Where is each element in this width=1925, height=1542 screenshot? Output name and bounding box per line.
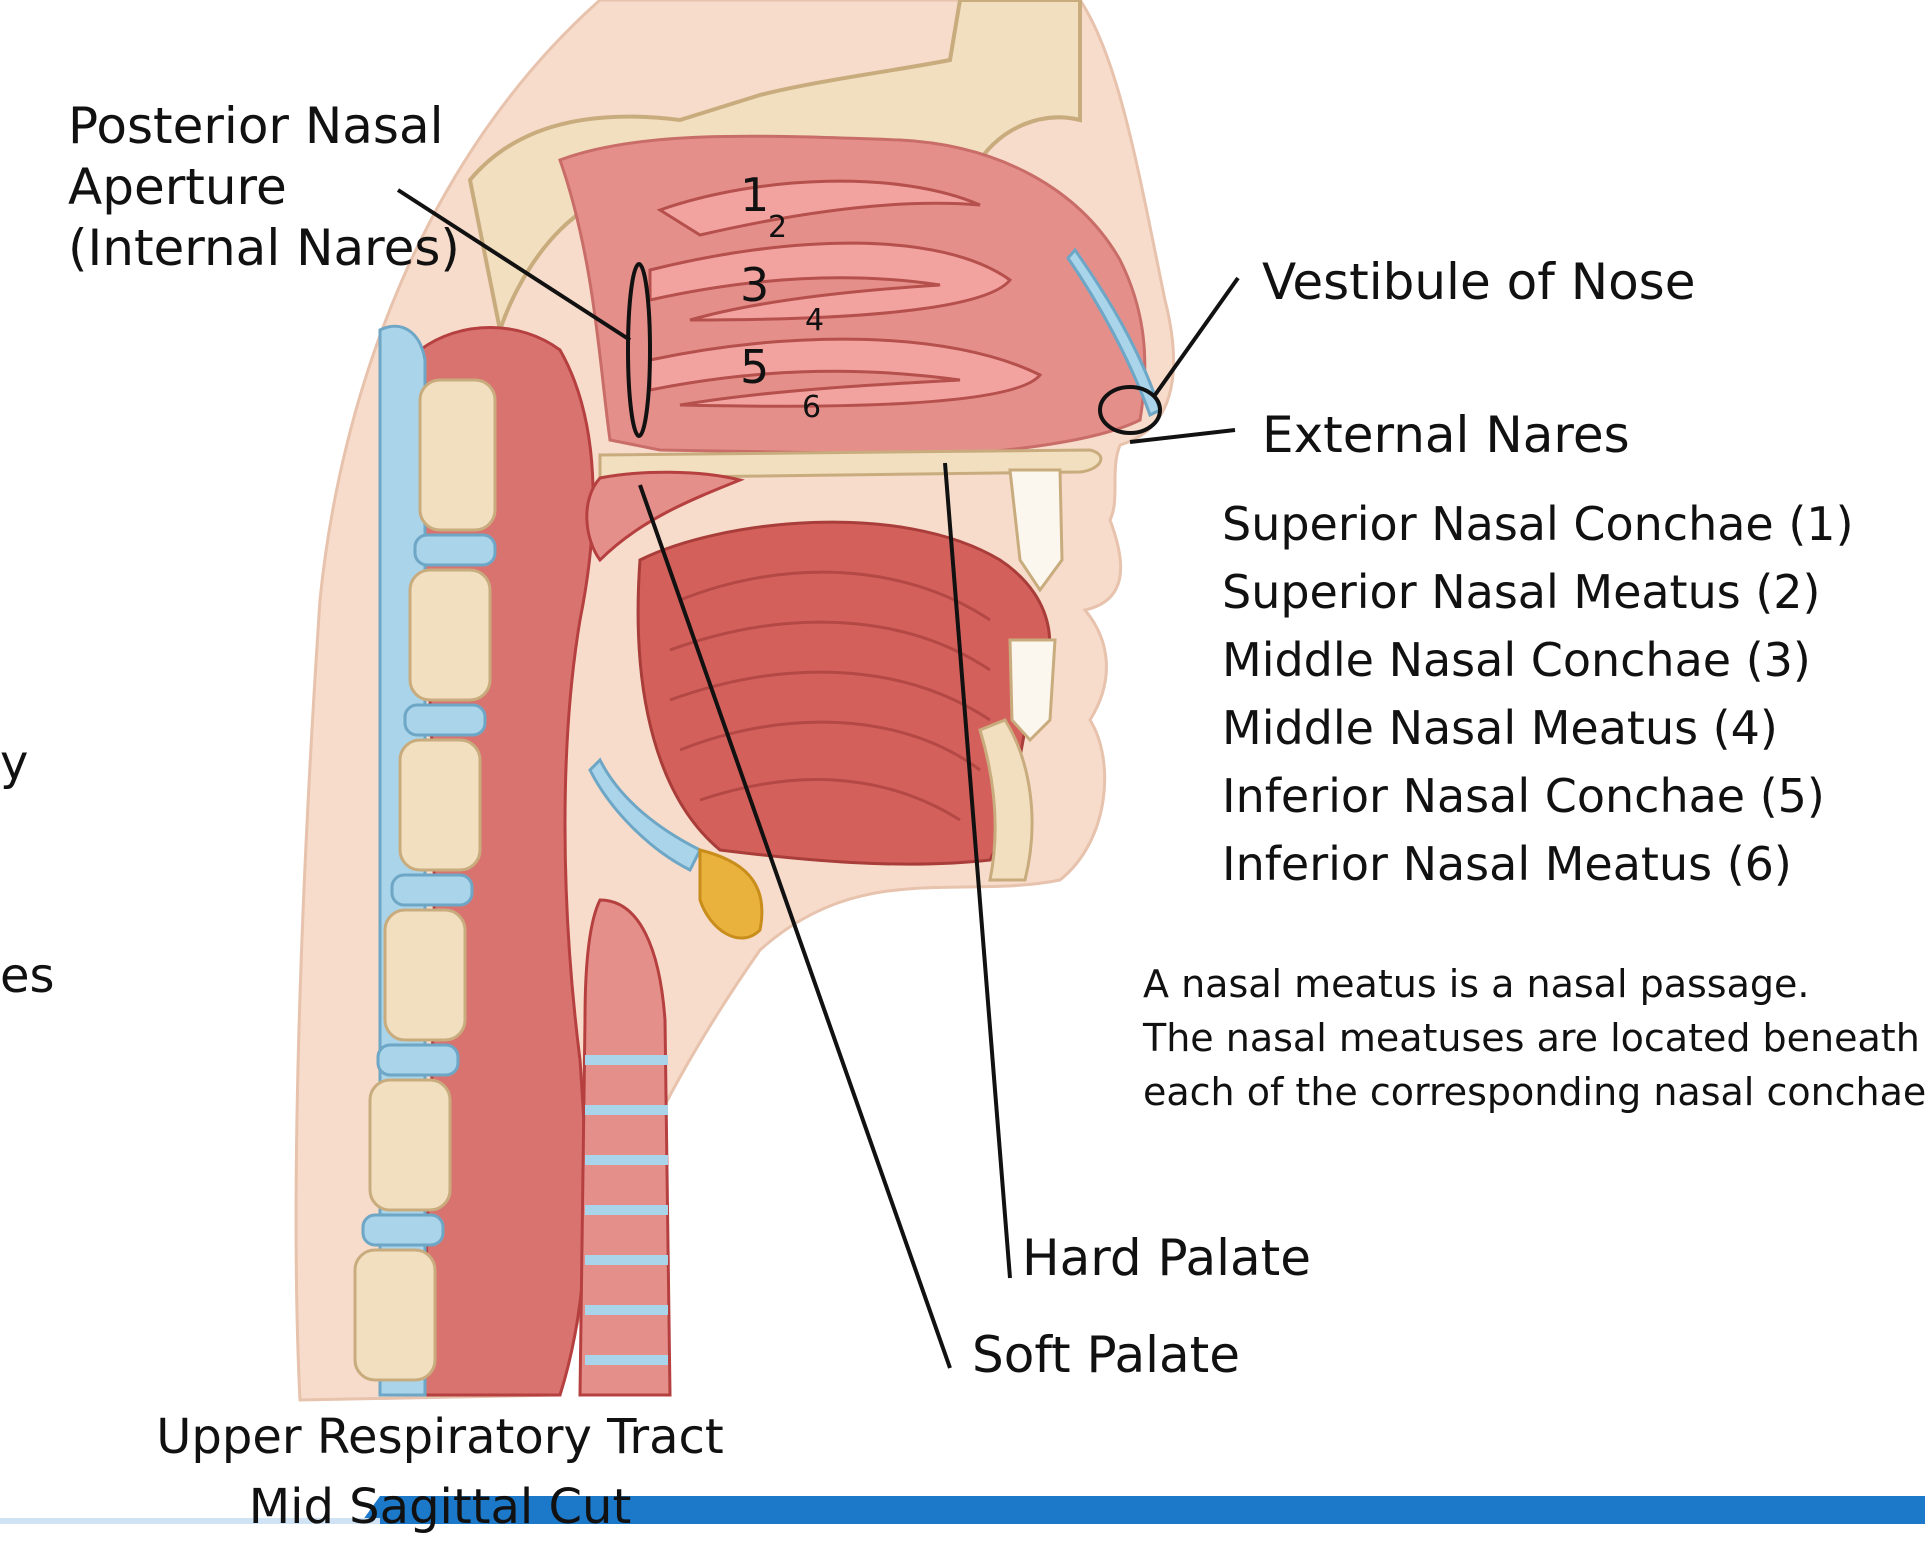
- label-line: Posterior Nasal: [68, 97, 444, 155]
- marker-2: 2: [768, 210, 788, 245]
- legend-item: Middle Nasal Conchae (3): [1222, 633, 1811, 687]
- marker-3: 3: [740, 258, 770, 312]
- note-line: The nasal meatuses are located beneath: [1143, 1015, 1920, 1060]
- figure-caption: Upper Respiratory Tract Mid Sagittal Cut: [90, 1402, 790, 1542]
- trachea: [578, 898, 672, 1397]
- marker-6: 6: [802, 390, 822, 425]
- superior-concha: [656, 179, 981, 237]
- marker-5: 5: [740, 340, 770, 394]
- leader-lines: [396, 188, 1240, 1369]
- label-hard-palate: Hard Palate: [1022, 1229, 1311, 1287]
- mandible: [978, 718, 1034, 882]
- leader-soft-palate: [638, 484, 952, 1369]
- note-line: each of the corresponding nasal conchae.: [1143, 1069, 1925, 1114]
- edge-fragment-2: es: [0, 948, 55, 1004]
- edge-fragment-1: y: [0, 735, 29, 791]
- fat-pad: [698, 848, 764, 940]
- vertebrae: [353, 378, 497, 1382]
- label-soft-palate: Soft Palate: [972, 1326, 1240, 1384]
- intervertebral-discs: [361, 533, 497, 1247]
- leader-external-nares: [1129, 428, 1236, 444]
- label-line: Aperture: [68, 158, 287, 216]
- label-posterior-nasal-aperture: Posterior Nasal Aperture (Internal Nares…: [68, 96, 460, 279]
- legend-item: Middle Nasal Meatus (4): [1222, 701, 1778, 755]
- leader-posterior-aperture: [396, 188, 632, 342]
- leader-vestibule: [1153, 276, 1240, 397]
- legend-item: Superior Nasal Conchae (1): [1222, 497, 1854, 551]
- marker-1: 1: [740, 168, 770, 222]
- tongue-muscle-lines: [669, 570, 991, 822]
- label-external-nares: External Nares: [1262, 406, 1630, 464]
- caption-line: Mid Sagittal Cut: [248, 1479, 632, 1535]
- epiglottis: [588, 757, 703, 873]
- nasal-cartilage: [1066, 247, 1162, 418]
- posterior-aperture-ellipse: [626, 262, 652, 438]
- legend-item: Inferior Nasal Conchae (5): [1222, 769, 1825, 823]
- legend-item: Inferior Nasal Meatus (6): [1222, 837, 1792, 891]
- middle-concha: [648, 241, 1013, 322]
- marker-4: 4: [805, 303, 825, 338]
- trachea-rings: [585, 1055, 668, 1365]
- inferior-concha: [648, 337, 1043, 408]
- vestibule-ellipse: [1098, 385, 1162, 435]
- meatus-note: A nasal meatus is a nasal passage. The n…: [1143, 958, 1925, 1120]
- legend-item: Superior Nasal Meatus (2): [1222, 565, 1821, 619]
- label-vestibule-of-nose: Vestibule of Nose: [1262, 253, 1696, 311]
- note-line: A nasal meatus is a nasal passage.: [1143, 962, 1810, 1006]
- accent-bar: [360, 1496, 1925, 1524]
- lower-teeth: [1008, 638, 1057, 743]
- skull-bone: [467, 0, 1082, 338]
- hard-palate-bone: [598, 448, 1103, 480]
- label-line: (Internal Nares): [68, 219, 460, 277]
- soft-palate-tissue: [585, 470, 745, 563]
- accent-bar-fade: [0, 1518, 380, 1524]
- leader-hard-palate: [943, 462, 1012, 1279]
- upper-teeth: [1008, 468, 1064, 593]
- conchae-legend: Superior Nasal Conchae (1) Superior Nasa…: [1222, 490, 1854, 898]
- caption-line: Upper Respiratory Tract: [156, 1409, 724, 1465]
